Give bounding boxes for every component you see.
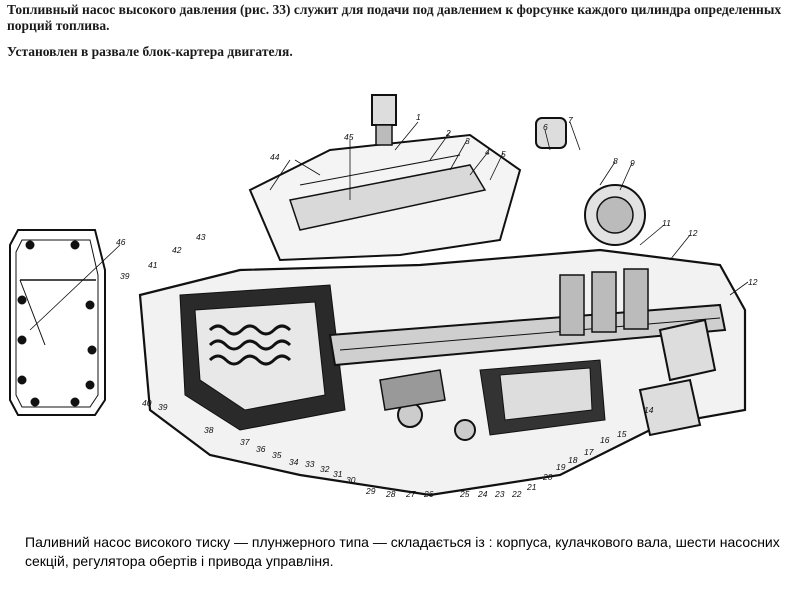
part-label: 22	[511, 489, 522, 499]
part-label: 29	[365, 486, 376, 496]
header-line-2: Установлен в развале блок-картера двигат…	[7, 44, 293, 59]
part-label: 12	[748, 277, 758, 287]
part-label: 2	[445, 128, 451, 138]
part-label: 3	[465, 136, 470, 146]
part-label: 39	[158, 402, 168, 412]
part-label: 32	[320, 464, 330, 474]
part-label: 38	[204, 425, 214, 435]
part-label: 21	[526, 482, 537, 492]
part-label: 8	[613, 156, 618, 166]
caption-text: Паливний насос високого тиску — плунжерн…	[25, 534, 780, 569]
part-label: 23	[494, 489, 505, 499]
header-text: Топливный насос высокого давления (рис. …	[7, 2, 797, 60]
header-line-1: Топливный насос высокого давления (рис. …	[7, 2, 782, 33]
part-label: 41	[148, 260, 158, 270]
part-label: 6	[543, 122, 548, 132]
part-labels: 1 2 3 4 5 6 7 8 9 11 12 12 14 15 16 17 1…	[116, 112, 758, 499]
part-label: 30	[346, 475, 356, 485]
part-label: 11	[662, 218, 671, 228]
part-label: 16	[600, 435, 610, 445]
part-label: 43	[196, 232, 206, 242]
part-label: 31	[333, 469, 343, 479]
part-label: 5	[501, 149, 506, 159]
part-label: 46	[116, 237, 126, 247]
part-label: 14	[644, 405, 654, 415]
part-label: 17	[584, 447, 594, 457]
fuel-pump-drawing: 1 2 3 4 5 6 7 8 9 11 12 12 14 15 16 17 1…	[9, 94, 758, 499]
part-label: 24	[477, 489, 488, 499]
part-label: 12	[688, 228, 698, 238]
pump-body	[29, 94, 749, 497]
part-label: 34	[289, 457, 299, 467]
part-label: 44	[270, 152, 280, 162]
part-label: 36	[256, 444, 266, 454]
part-label: 25	[459, 489, 470, 499]
part-label: 45	[344, 132, 354, 142]
part-label: 7	[568, 115, 573, 125]
part-label: 20	[542, 472, 553, 482]
part-label: 37	[240, 437, 250, 447]
part-label: 33	[305, 459, 315, 469]
part-label: 15	[617, 429, 627, 439]
part-label: 40	[142, 398, 152, 408]
side-cover-plate	[9, 229, 106, 416]
part-label: 35	[272, 450, 282, 460]
part-label: 39	[120, 271, 130, 281]
part-label: 9	[630, 158, 635, 168]
part-label: 27	[405, 489, 416, 499]
part-label: 18	[568, 455, 578, 465]
part-label: 42	[172, 245, 182, 255]
part-label: 1	[416, 112, 421, 122]
part-label: 4	[485, 147, 490, 157]
part-label: 28	[385, 489, 396, 499]
part-label: 26	[423, 489, 434, 499]
part-label: 19	[556, 462, 566, 472]
